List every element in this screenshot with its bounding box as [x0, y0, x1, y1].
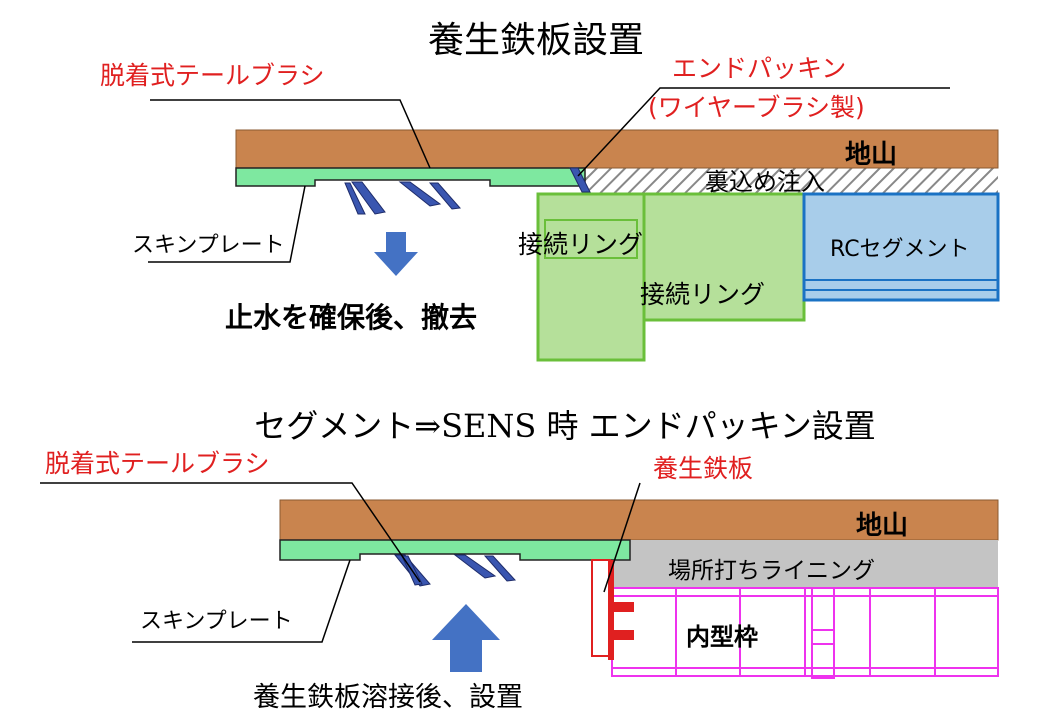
top-diagram: 養生鉄板設置 地山 裏込め注入 接続リング 接続リング RCセグメント: [100, 20, 1000, 362]
bottom-up-arrow-icon: [432, 604, 500, 672]
bottom-brush-leader: [40, 482, 421, 583]
top-end-packing-label-1: エンドパッキン: [672, 54, 846, 83]
top-ring-label-2: 接続リング: [640, 280, 765, 309]
top-end-packing-label-2: (ワイヤーブラシ製): [648, 93, 865, 122]
bottom-inner-form-label: 内型枠: [686, 623, 758, 651]
top-ground-label: 地山: [845, 140, 897, 170]
bottom-skin-plate: [279, 539, 631, 561]
top-action-label: 止水を確保後、撤去: [225, 301, 477, 334]
bottom-steel-plate: [591, 559, 611, 657]
top-packing-leader: [577, 87, 950, 177]
bottom-lining-label: 場所打ちライニング: [668, 558, 875, 584]
bottom-brush-label: 脱着式テールブラシ: [45, 449, 270, 478]
top-grout-area: [585, 168, 998, 194]
top-rc-segment-label: RCセグメント: [830, 237, 970, 262]
bottom-steel-plate-label: 養生鉄板: [653, 454, 753, 483]
bottom-inner-form: [611, 587, 999, 679]
top-ring-label-1: 接続リング: [518, 230, 643, 259]
bottom-skin-leader: [132, 559, 351, 643]
bottom-plate-leader: [603, 482, 641, 593]
bottom-diagram: セグメント⇒SENS 時 エンドパッキン設置 地山 場所打ちライニング: [40, 407, 999, 713]
top-grout-label: 裏込め注入: [705, 168, 825, 196]
top-title: 養生鉄板設置: [428, 20, 644, 61]
top-connection-ring-inner: [544, 219, 638, 259]
top-skin-leader: [148, 185, 306, 263]
top-rc-segment: [802, 192, 1000, 302]
top-connection-ring-1: [536, 192, 646, 362]
top-skin-plate: [235, 167, 586, 187]
top-brush-label: 脱着式テールブラシ: [100, 61, 325, 90]
bottom-lining: [610, 540, 998, 588]
bottom-skin-plate-label: スキンプレート: [140, 609, 293, 634]
bottom-ground-label: 地山: [856, 511, 908, 541]
top-down-arrow-icon: [374, 232, 418, 276]
top-brush-leader: [150, 99, 431, 169]
bottom-action-label: 養生鉄板溶接後、設置: [253, 682, 523, 713]
top-tail-brushes: [344, 181, 461, 215]
top-ground: [235, 129, 999, 169]
top-skin-plate-label: スキンプレート: [132, 233, 285, 258]
bottom-title: セグメント⇒SENS 時 エンドパッキン設置: [254, 407, 875, 445]
top-end-packing: [569, 167, 591, 193]
